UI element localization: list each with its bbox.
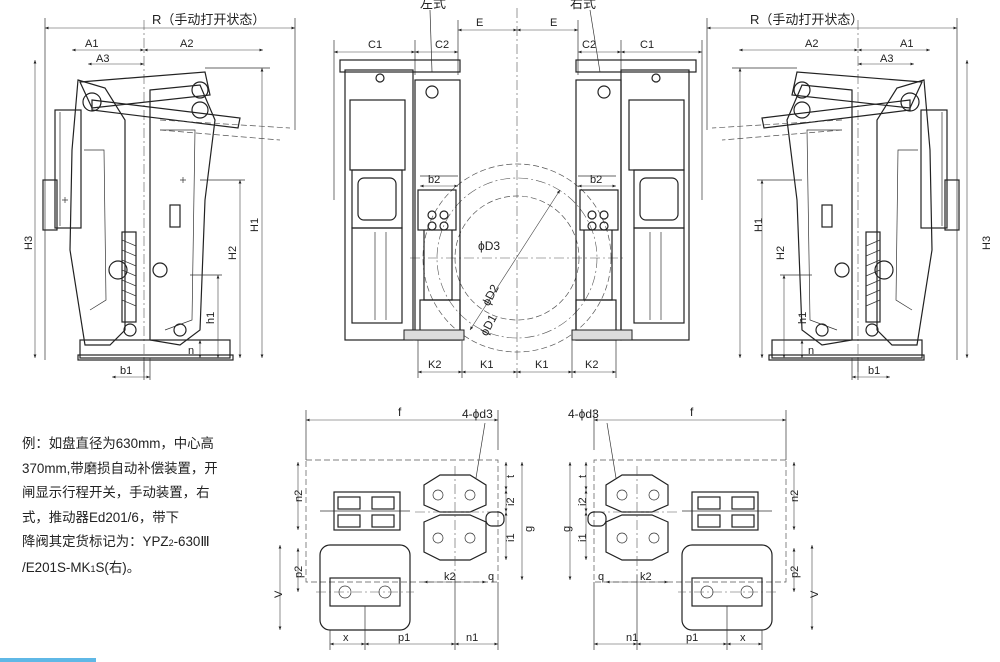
note-line-3: 闸显示行程开关，手动装置，右: [22, 485, 210, 501]
plan-view-left: f 4-ϕd3 n2 p2 V t i2 i: [273, 405, 535, 650]
label-D3: ϕD3: [478, 239, 500, 253]
label-d3-right: 4-ϕd3: [568, 407, 599, 421]
label-t-left: t: [505, 475, 517, 478]
label-A3-left: A3: [96, 53, 109, 65]
label-b2-right: b2: [590, 174, 602, 186]
note-line-5-a: 降阀其定货标记为：YPZ: [22, 534, 169, 550]
label-n2-left: n2: [293, 490, 305, 502]
label-V-right: V: [809, 590, 821, 598]
label-V-left: V: [273, 590, 285, 598]
label-k2-right: k2: [640, 571, 652, 583]
label-E-right: E: [550, 17, 557, 29]
label-C1-right: C1: [640, 39, 654, 51]
label-i1-left: i1: [505, 533, 517, 542]
label-R-right: R（手动打开状态）: [750, 12, 863, 27]
note-line-2: 370mm,带磨损自动补偿装置，开: [22, 460, 218, 476]
label-C2-left: C2: [435, 39, 449, 51]
label-n1-left: n1: [466, 632, 478, 644]
label-k2-left: k2: [444, 571, 456, 583]
note-line-6-b: S(右)。: [95, 559, 141, 575]
label-C2-right: C2: [582, 39, 596, 51]
label-p1-left: p1: [398, 632, 410, 644]
label-h1-left: h1: [205, 312, 217, 324]
label-H3-right: H3: [981, 236, 993, 250]
label-n1-right: n1: [626, 632, 638, 644]
label-i2-right: i2: [577, 497, 589, 506]
label-K1-left: K1: [480, 359, 493, 371]
label-b2-left: b2: [428, 174, 440, 186]
label-K2-left: K2: [428, 359, 441, 371]
order-example-note: 例：如盘直径为630mm，中心高 370mm,带磨损自动补偿装置，开 闸显示行程…: [22, 432, 254, 582]
label-K2-right: K2: [585, 359, 598, 371]
label-b1-left: b1: [120, 365, 132, 377]
label-R-left: R（手动打开状态）: [152, 12, 265, 27]
note-line-6-a: /E201S-MK: [22, 559, 91, 575]
label-right-style: 右式: [570, 0, 596, 11]
label-n-right: n: [808, 345, 814, 357]
label-A2-left: A2: [180, 38, 193, 50]
label-f-left: f: [398, 405, 402, 419]
label-i1-right: i1: [577, 533, 589, 542]
label-H1-left: H1: [249, 218, 261, 232]
label-p1-right: p1: [686, 632, 698, 644]
label-x-left: x: [343, 632, 349, 644]
label-q-right: q: [598, 571, 604, 583]
label-E-left: E: [476, 17, 483, 29]
right-side-view: R（手动打开状态） A1 A2 A3 H1 H2 H3 h1 n b1: [706, 12, 993, 380]
plan-view-right: f 4-ϕd3 n2 p2 V t i2 i1 g k2 q x p1 n1: [561, 405, 821, 650]
label-g-left: g: [523, 526, 535, 532]
label-C1-left: C1: [368, 39, 382, 51]
front-view: 左式 右式 E E C1 C2 C2 C1 ϕD3 ϕD2 ϕD1: [333, 0, 703, 380]
note-line-5: 降阀其定货标记为：YPZ2-630Ⅲ: [22, 530, 254, 556]
note-line-1: 例：如盘直径为630mm，中心高: [22, 436, 214, 451]
label-A2-right: A2: [805, 38, 818, 50]
label-f-right: f: [690, 405, 694, 419]
label-left-style: 左式: [420, 0, 446, 11]
label-p2-right: p2: [789, 566, 801, 578]
label-t-right: t: [577, 475, 589, 478]
label-h1-right: h1: [797, 312, 809, 324]
label-n-left: n: [188, 345, 194, 357]
label-i2-left: i2: [505, 497, 517, 506]
label-q-left: q: [488, 571, 494, 583]
label-H2-right: H2: [775, 246, 787, 260]
label-H3-left: H3: [23, 236, 35, 250]
label-p2-left: p2: [293, 566, 305, 578]
label-A3-right: A3: [880, 53, 893, 65]
label-K1-right: K1: [535, 359, 548, 371]
label-D1: ϕD1: [477, 312, 500, 338]
left-side-view: R（手动打开状态） A1 A2 A3: [23, 12, 296, 380]
note-line-5-b: -630Ⅲ: [173, 534, 210, 550]
note-line-6: /E201S-MK1S(右)。: [22, 556, 254, 582]
label-b1-right: b1: [868, 365, 880, 377]
label-H2-left: H2: [227, 246, 239, 260]
note-line-6-sub: 1: [90, 563, 96, 574]
label-d3-left: 4-ϕd3: [462, 407, 493, 421]
note-line-5-sub: 2: [168, 538, 174, 549]
label-H1-right: H1: [753, 218, 765, 232]
label-g-right: g: [561, 526, 573, 532]
label-x-right: x: [740, 632, 746, 644]
label-A1-right: A1: [900, 38, 913, 50]
bottom-accent-bar: [0, 658, 96, 662]
label-A1-left: A1: [85, 38, 98, 50]
label-n2-right: n2: [789, 490, 801, 502]
note-line-4: 式，推动器Ed201/6，带下: [22, 509, 180, 525]
